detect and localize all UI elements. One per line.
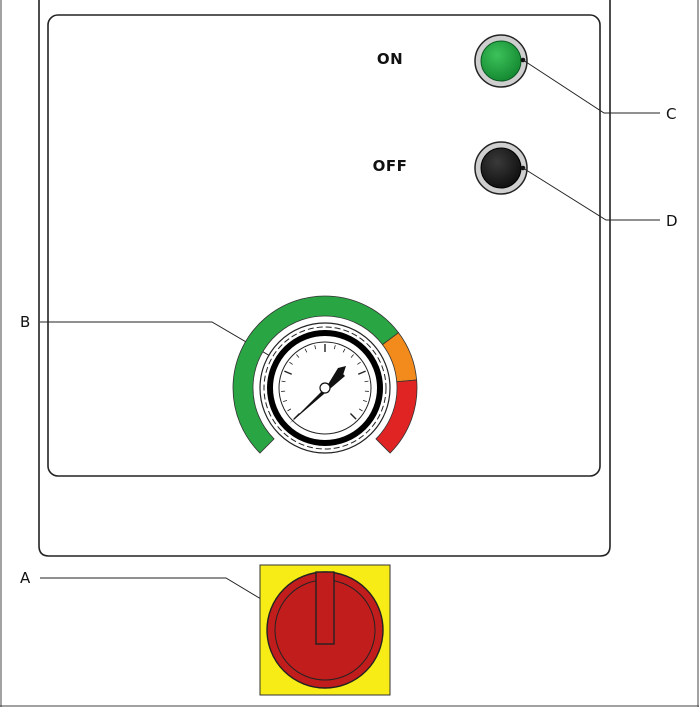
callout-c (521, 58, 660, 113)
main-switch[interactable] (260, 565, 390, 695)
off-button[interactable] (475, 142, 527, 194)
cabinet-outline (39, 0, 610, 556)
off-label: OFF (373, 157, 408, 175)
switch-handle[interactable] (316, 572, 334, 644)
pressure-gauge (233, 296, 417, 453)
callout-d-label: D (666, 212, 678, 230)
on-label: ON (377, 50, 403, 68)
callout-a-label: A (20, 569, 31, 587)
callout-c-label: C (666, 105, 676, 123)
callout-d (521, 166, 660, 220)
callout-b-label: B (20, 313, 30, 331)
on-button[interactable] (475, 35, 527, 87)
